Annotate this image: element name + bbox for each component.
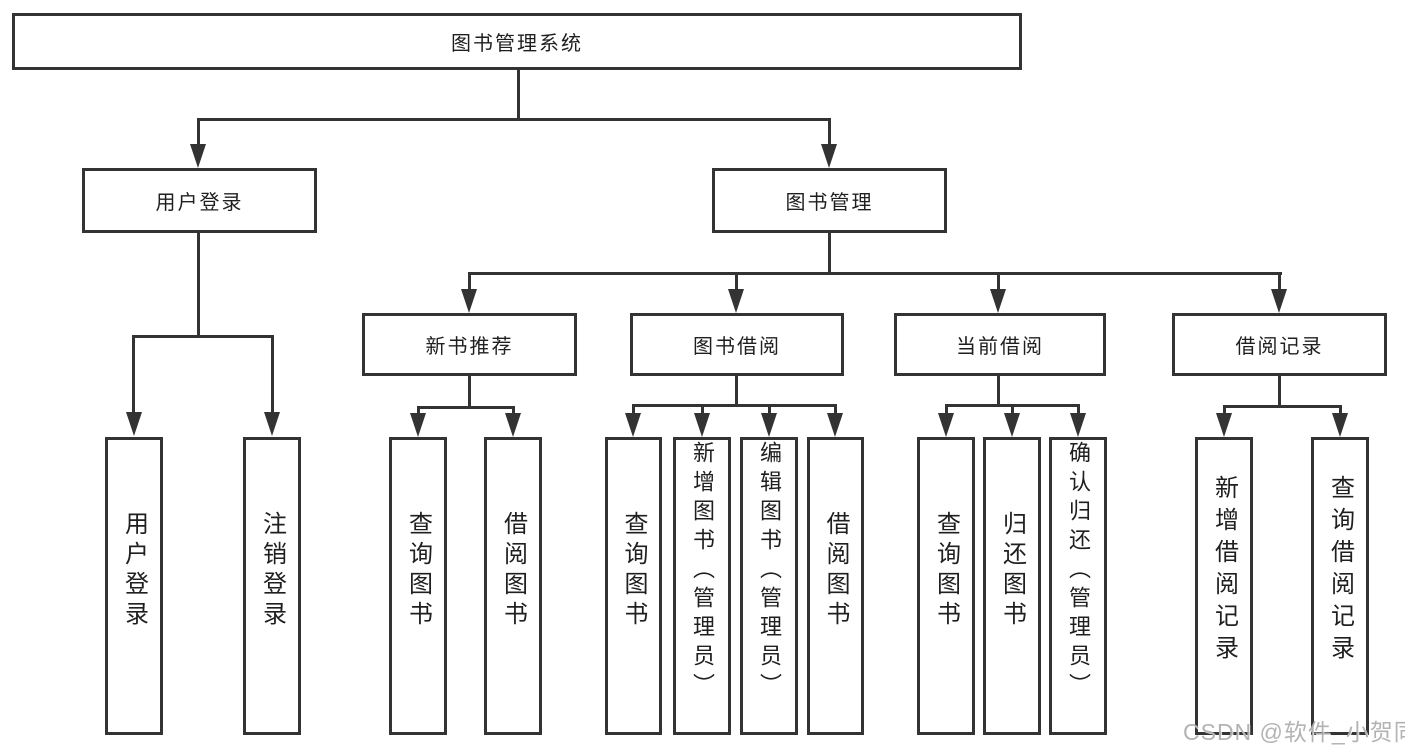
connector-stem-bb-add (701, 404, 704, 415)
connector-borrow-records-horizontal (1223, 405, 1341, 408)
connector-user-login-horizontal (132, 335, 274, 338)
node-leaf-nb-borrow-books-label: 借阅图书 (499, 511, 527, 631)
arrowhead-bb-add (694, 413, 710, 437)
node-leaf-nb-query-books: 查询图书 (389, 437, 447, 735)
arrowhead-current-borrow (990, 289, 1006, 313)
connector-stem-book-borrow (735, 272, 738, 291)
node-book-mgmt: 图书管理 (712, 168, 947, 233)
arrowhead-bb-borrow (827, 413, 843, 437)
node-leaf-br-add-record-label: 新增借阅记录 (1210, 475, 1238, 667)
node-root-label: 图书管理系统 (451, 33, 583, 55)
connector-stem-br-query (1339, 405, 1342, 415)
node-leaf-nb-query-books-label: 查询图书 (404, 511, 432, 631)
connector-stem-cb-return (1011, 404, 1014, 415)
connector-level2-horizontal (468, 272, 1282, 275)
connector-stem-ul-user-login (132, 335, 135, 414)
node-leaf-bb-query-books-label: 查询图书 (620, 511, 647, 631)
arrowhead-user-login (190, 144, 206, 168)
connector-new-book-rec-horizontal (417, 406, 515, 409)
connector-root-down (517, 70, 520, 120)
connector-current-borrow-down (997, 376, 1000, 406)
connector-stem-current-borrow (997, 272, 1000, 291)
arrowhead-cb-query (938, 413, 954, 437)
connector-stem-ul-logout (271, 335, 274, 414)
node-leaf-bb-edit-books-admin-label: 编辑图书（管理员） (757, 440, 782, 702)
node-leaf-bb-borrow-books-label: 借阅图书 (822, 511, 849, 631)
connector-stem-borrow-records (1278, 272, 1281, 291)
arrowhead-borrow-records (1271, 289, 1287, 313)
connector-stem-nb-query (417, 406, 420, 415)
node-leaf-cb-confirm-return-admin-label: 确认归还（管理员） (1066, 440, 1091, 702)
connector-stem-nb-borrow (512, 406, 515, 415)
arrowhead-br-add (1216, 413, 1232, 437)
node-leaf-cb-query-books-label: 查询图书 (932, 511, 960, 631)
node-leaf-bb-add-books-admin: 新增图书（管理员） (673, 437, 731, 735)
arrowhead-bb-edit (761, 413, 777, 437)
node-leaf-logout-label: 注销登录 (258, 511, 286, 631)
arrowhead-nb-query (410, 413, 426, 437)
connector-stem-br-add (1223, 405, 1226, 415)
arrowhead-book-borrow (728, 289, 744, 313)
connector-stem-cb-query (945, 404, 948, 415)
node-leaf-bb-query-books: 查询图书 (605, 437, 662, 735)
arrowhead-cb-return (1004, 413, 1020, 437)
connector-stem-cb-confirm (1077, 404, 1080, 415)
node-leaf-cb-return-books-label: 归还图书 (998, 511, 1026, 631)
node-leaf-user-login: 用户登录 (105, 437, 163, 735)
arrowhead-ul-logout (264, 412, 280, 436)
connector-stem-bb-borrow (834, 404, 837, 415)
node-leaf-bb-add-books-admin-label: 新增图书（管理员） (690, 440, 715, 702)
node-book-mgmt-label: 图书管理 (785, 192, 874, 214)
connector-stem-new-book-rec (468, 272, 471, 291)
node-user-login: 用户登录 (82, 168, 317, 233)
connector-stem-bb-edit (768, 404, 771, 415)
arrowhead-book-mgmt (821, 144, 837, 168)
connector-stem-user-login (197, 118, 200, 146)
connector-user-login-down (197, 233, 200, 337)
arrowhead-bb-query (625, 413, 641, 437)
node-leaf-logout: 注销登录 (243, 437, 301, 735)
arrowhead-new-book-rec (461, 289, 477, 313)
connector-borrow-records-down (1278, 376, 1281, 407)
node-leaf-bb-edit-books-admin: 编辑图书（管理员） (740, 437, 798, 735)
connector-stem-bb-query (632, 404, 635, 415)
node-book-borrow-label: 图书借阅 (693, 336, 781, 358)
connector-book-mgmt-down (828, 233, 831, 274)
node-borrow-records-label: 借阅记录 (1235, 336, 1324, 358)
node-borrow-records: 借阅记录 (1172, 313, 1387, 376)
node-leaf-user-login-label: 用户登录 (120, 511, 148, 631)
node-leaf-nb-borrow-books: 借阅图书 (484, 437, 542, 735)
node-leaf-cb-confirm-return-admin: 确认归还（管理员） (1049, 437, 1107, 735)
connector-book-borrow-horizontal (632, 404, 837, 407)
node-leaf-br-add-record: 新增借阅记录 (1195, 437, 1253, 735)
arrowhead-cb-confirm (1070, 413, 1086, 437)
node-new-book-rec-label: 新书推荐 (425, 336, 514, 358)
connector-level1-horizontal (197, 118, 831, 121)
node-current-borrow: 当前借阅 (894, 313, 1106, 376)
node-user-login-label: 用户登录 (155, 192, 244, 214)
node-leaf-cb-return-books: 归还图书 (983, 437, 1041, 735)
node-book-borrow: 图书借阅 (630, 313, 844, 376)
node-leaf-cb-query-books: 查询图书 (917, 437, 975, 735)
connector-stem-book-mgmt (828, 118, 831, 146)
node-leaf-br-query-record: 查询借阅记录 (1311, 437, 1369, 735)
connector-new-book-rec-down (468, 376, 471, 408)
connector-book-borrow-down (735, 376, 738, 406)
csdn-watermark: CSDN @软件_小贺同学 (1183, 719, 1405, 745)
node-leaf-br-query-record-label: 查询借阅记录 (1326, 475, 1354, 667)
node-current-borrow-label: 当前借阅 (956, 336, 1044, 358)
arrowhead-ul-user-login (126, 412, 142, 436)
node-root: 图书管理系统 (12, 13, 1022, 70)
arrowhead-nb-borrow (505, 413, 521, 437)
node-new-book-rec: 新书推荐 (362, 313, 577, 376)
node-leaf-bb-borrow-books: 借阅图书 (807, 437, 864, 735)
arrowhead-br-query (1332, 413, 1348, 437)
